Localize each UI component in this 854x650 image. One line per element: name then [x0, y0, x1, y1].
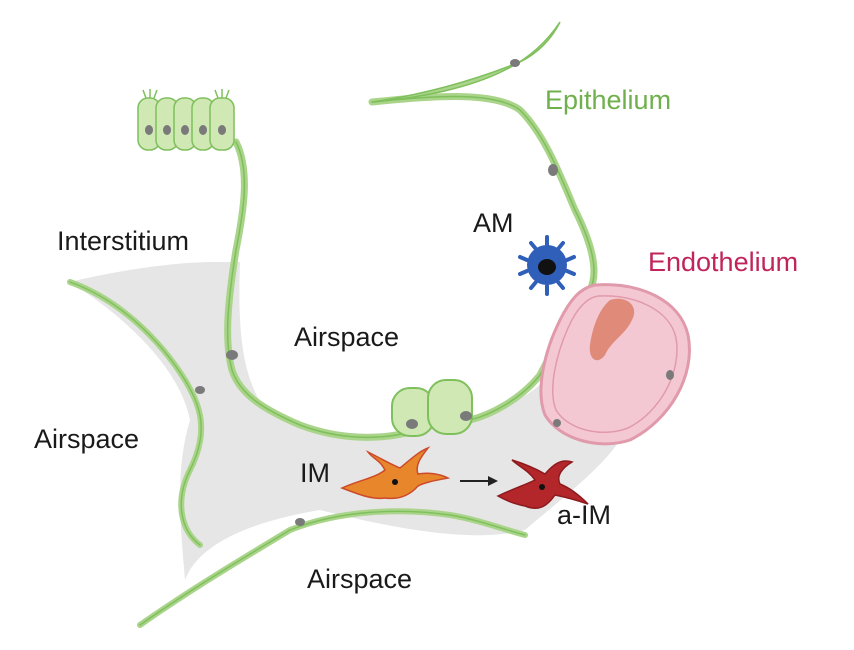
airspace-bottom-label: Airspace: [307, 566, 412, 593]
endothelium-label: Endothelium: [648, 249, 798, 276]
alveolar-macrophage: [520, 237, 574, 294]
interstitium-label: Interstitium: [57, 228, 189, 255]
a-im-label: a-IM: [557, 502, 611, 529]
airspace-center-label: Airspace: [294, 324, 399, 351]
epithelium-label: Epithelium: [545, 87, 671, 114]
endothelium-capillary: [541, 285, 689, 444]
type-ii-cells: [392, 380, 472, 436]
im-label: IM: [300, 460, 330, 487]
am-label: AM: [473, 210, 514, 237]
airspace-left-label: Airspace: [34, 426, 139, 453]
cuboidal-epithelial-cells: [138, 89, 234, 150]
upper-epithelium-strand: [372, 22, 560, 102]
